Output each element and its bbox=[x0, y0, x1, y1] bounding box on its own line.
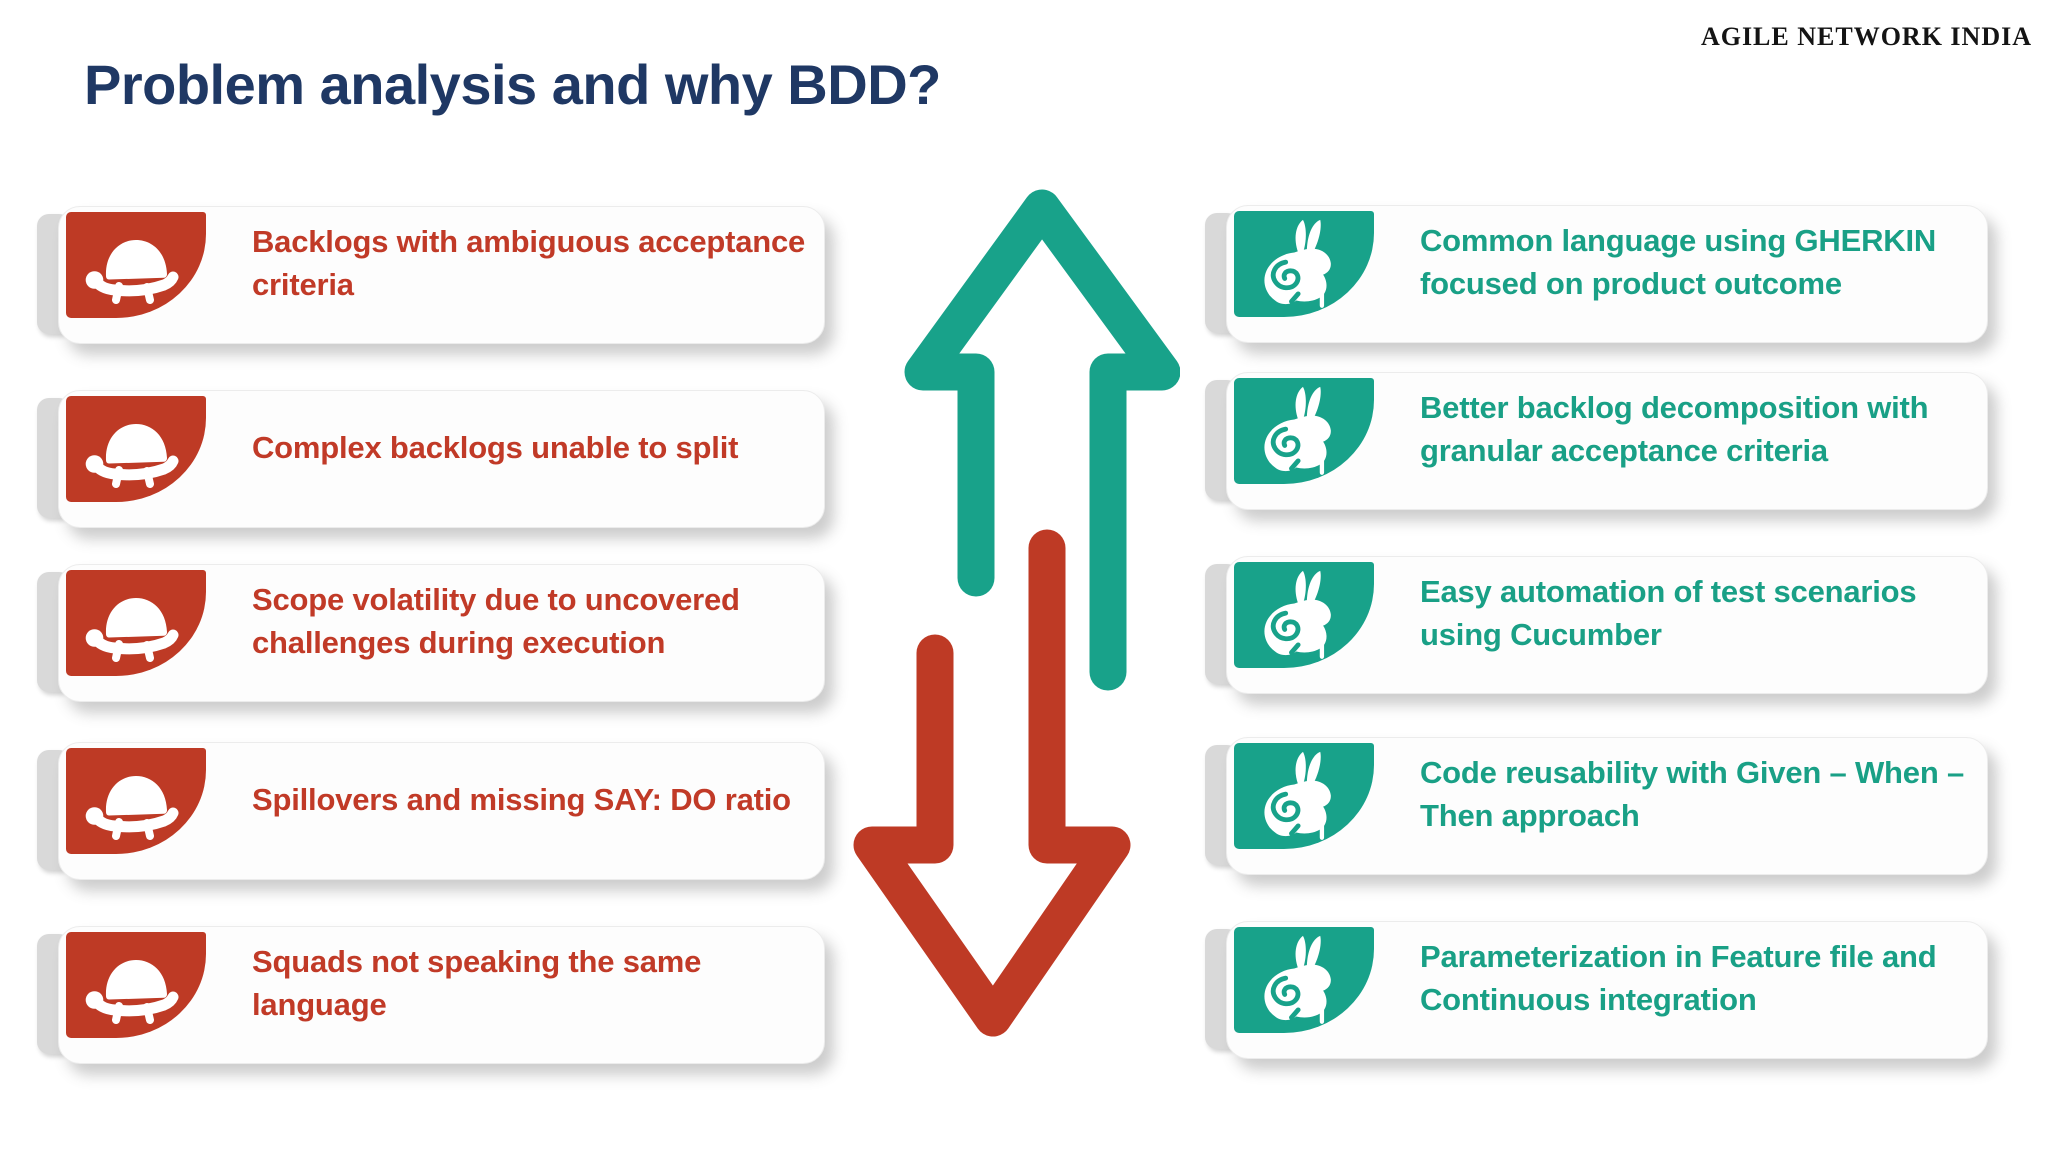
card-side-tab bbox=[1205, 564, 1239, 684]
brand-logo-text: AGILE NETWORK INDIA bbox=[1700, 22, 2032, 51]
card-text: Backlogs with ambiguous acceptance crite… bbox=[252, 224, 806, 302]
card-body: Parameterization in Feature file and Con… bbox=[1226, 921, 1988, 1059]
turtle-icon bbox=[66, 932, 206, 1038]
benefit-card: Code reusability with Given – When – The… bbox=[1205, 737, 1988, 875]
card-body: Easy automation of test scenarios using … bbox=[1226, 556, 1988, 694]
turtle-icon bbox=[66, 748, 206, 854]
card-text: Parameterization in Feature file and Con… bbox=[1420, 939, 1937, 1017]
rabbit-icon bbox=[1234, 211, 1374, 317]
card-text: Squads not speaking the same language bbox=[252, 944, 702, 1022]
turtle-icon bbox=[66, 212, 206, 318]
card-side-tab bbox=[37, 934, 71, 1054]
down-arrow-icon bbox=[853, 529, 1131, 1037]
arrows-graphic bbox=[853, 189, 1180, 1037]
page-title: Problem analysis and why BDD? bbox=[84, 53, 941, 116]
problem-card: Squads not speaking the same language bbox=[37, 926, 825, 1064]
card-body: Backlogs with ambiguous acceptance crite… bbox=[58, 206, 825, 344]
benefit-card: Better backlog decomposition with granul… bbox=[1205, 372, 1988, 510]
benefit-card: Parameterization in Feature file and Con… bbox=[1205, 921, 1988, 1059]
card-side-tab bbox=[1205, 929, 1239, 1049]
card-side-tab bbox=[37, 572, 71, 692]
rabbit-icon bbox=[1234, 378, 1374, 484]
problem-card: Backlogs with ambiguous acceptance crite… bbox=[37, 206, 825, 344]
card-body: Common language using GHERKIN focused on… bbox=[1226, 205, 1988, 343]
card-body: Code reusability with Given – When – The… bbox=[1226, 737, 1988, 875]
card-body: Better backlog decomposition with granul… bbox=[1226, 372, 1988, 510]
problem-card: Complex backlogs unable to split bbox=[37, 390, 825, 528]
turtle-icon bbox=[66, 396, 206, 502]
card-body: Spillovers and missing SAY: DO ratio bbox=[58, 742, 825, 880]
rabbit-icon bbox=[1234, 927, 1374, 1033]
card-body: Squads not speaking the same language bbox=[58, 926, 825, 1064]
benefit-card: Common language using GHERKIN focused on… bbox=[1205, 205, 1988, 343]
rabbit-icon bbox=[1234, 743, 1374, 849]
card-body: Scope volatility due to uncovered challe… bbox=[58, 564, 825, 702]
card-text: Scope volatility due to uncovered challe… bbox=[252, 582, 740, 660]
card-body: Complex backlogs unable to split bbox=[58, 390, 825, 528]
card-side-tab bbox=[37, 750, 71, 870]
card-side-tab bbox=[37, 214, 71, 334]
turtle-icon bbox=[66, 570, 206, 676]
benefit-card: Easy automation of test scenarios using … bbox=[1205, 556, 1988, 694]
card-text: Complex backlogs unable to split bbox=[252, 429, 739, 465]
card-text: Better backlog decomposition with granul… bbox=[1420, 390, 1929, 468]
rabbit-icon bbox=[1234, 562, 1374, 668]
problem-card: Spillovers and missing SAY: DO ratio bbox=[37, 742, 825, 880]
card-text: Code reusability with Given – When – The… bbox=[1420, 755, 1965, 833]
card-side-tab bbox=[1205, 213, 1239, 333]
card-side-tab bbox=[1205, 380, 1239, 500]
card-text: Easy automation of test scenarios using … bbox=[1420, 574, 1917, 652]
card-side-tab bbox=[37, 398, 71, 518]
card-text: Spillovers and missing SAY: DO ratio bbox=[252, 781, 791, 817]
card-side-tab bbox=[1205, 745, 1239, 865]
problem-card: Scope volatility due to uncovered challe… bbox=[37, 564, 825, 702]
up-arrow-icon bbox=[904, 189, 1180, 691]
card-text: Common language using GHERKIN focused on… bbox=[1420, 223, 1937, 301]
